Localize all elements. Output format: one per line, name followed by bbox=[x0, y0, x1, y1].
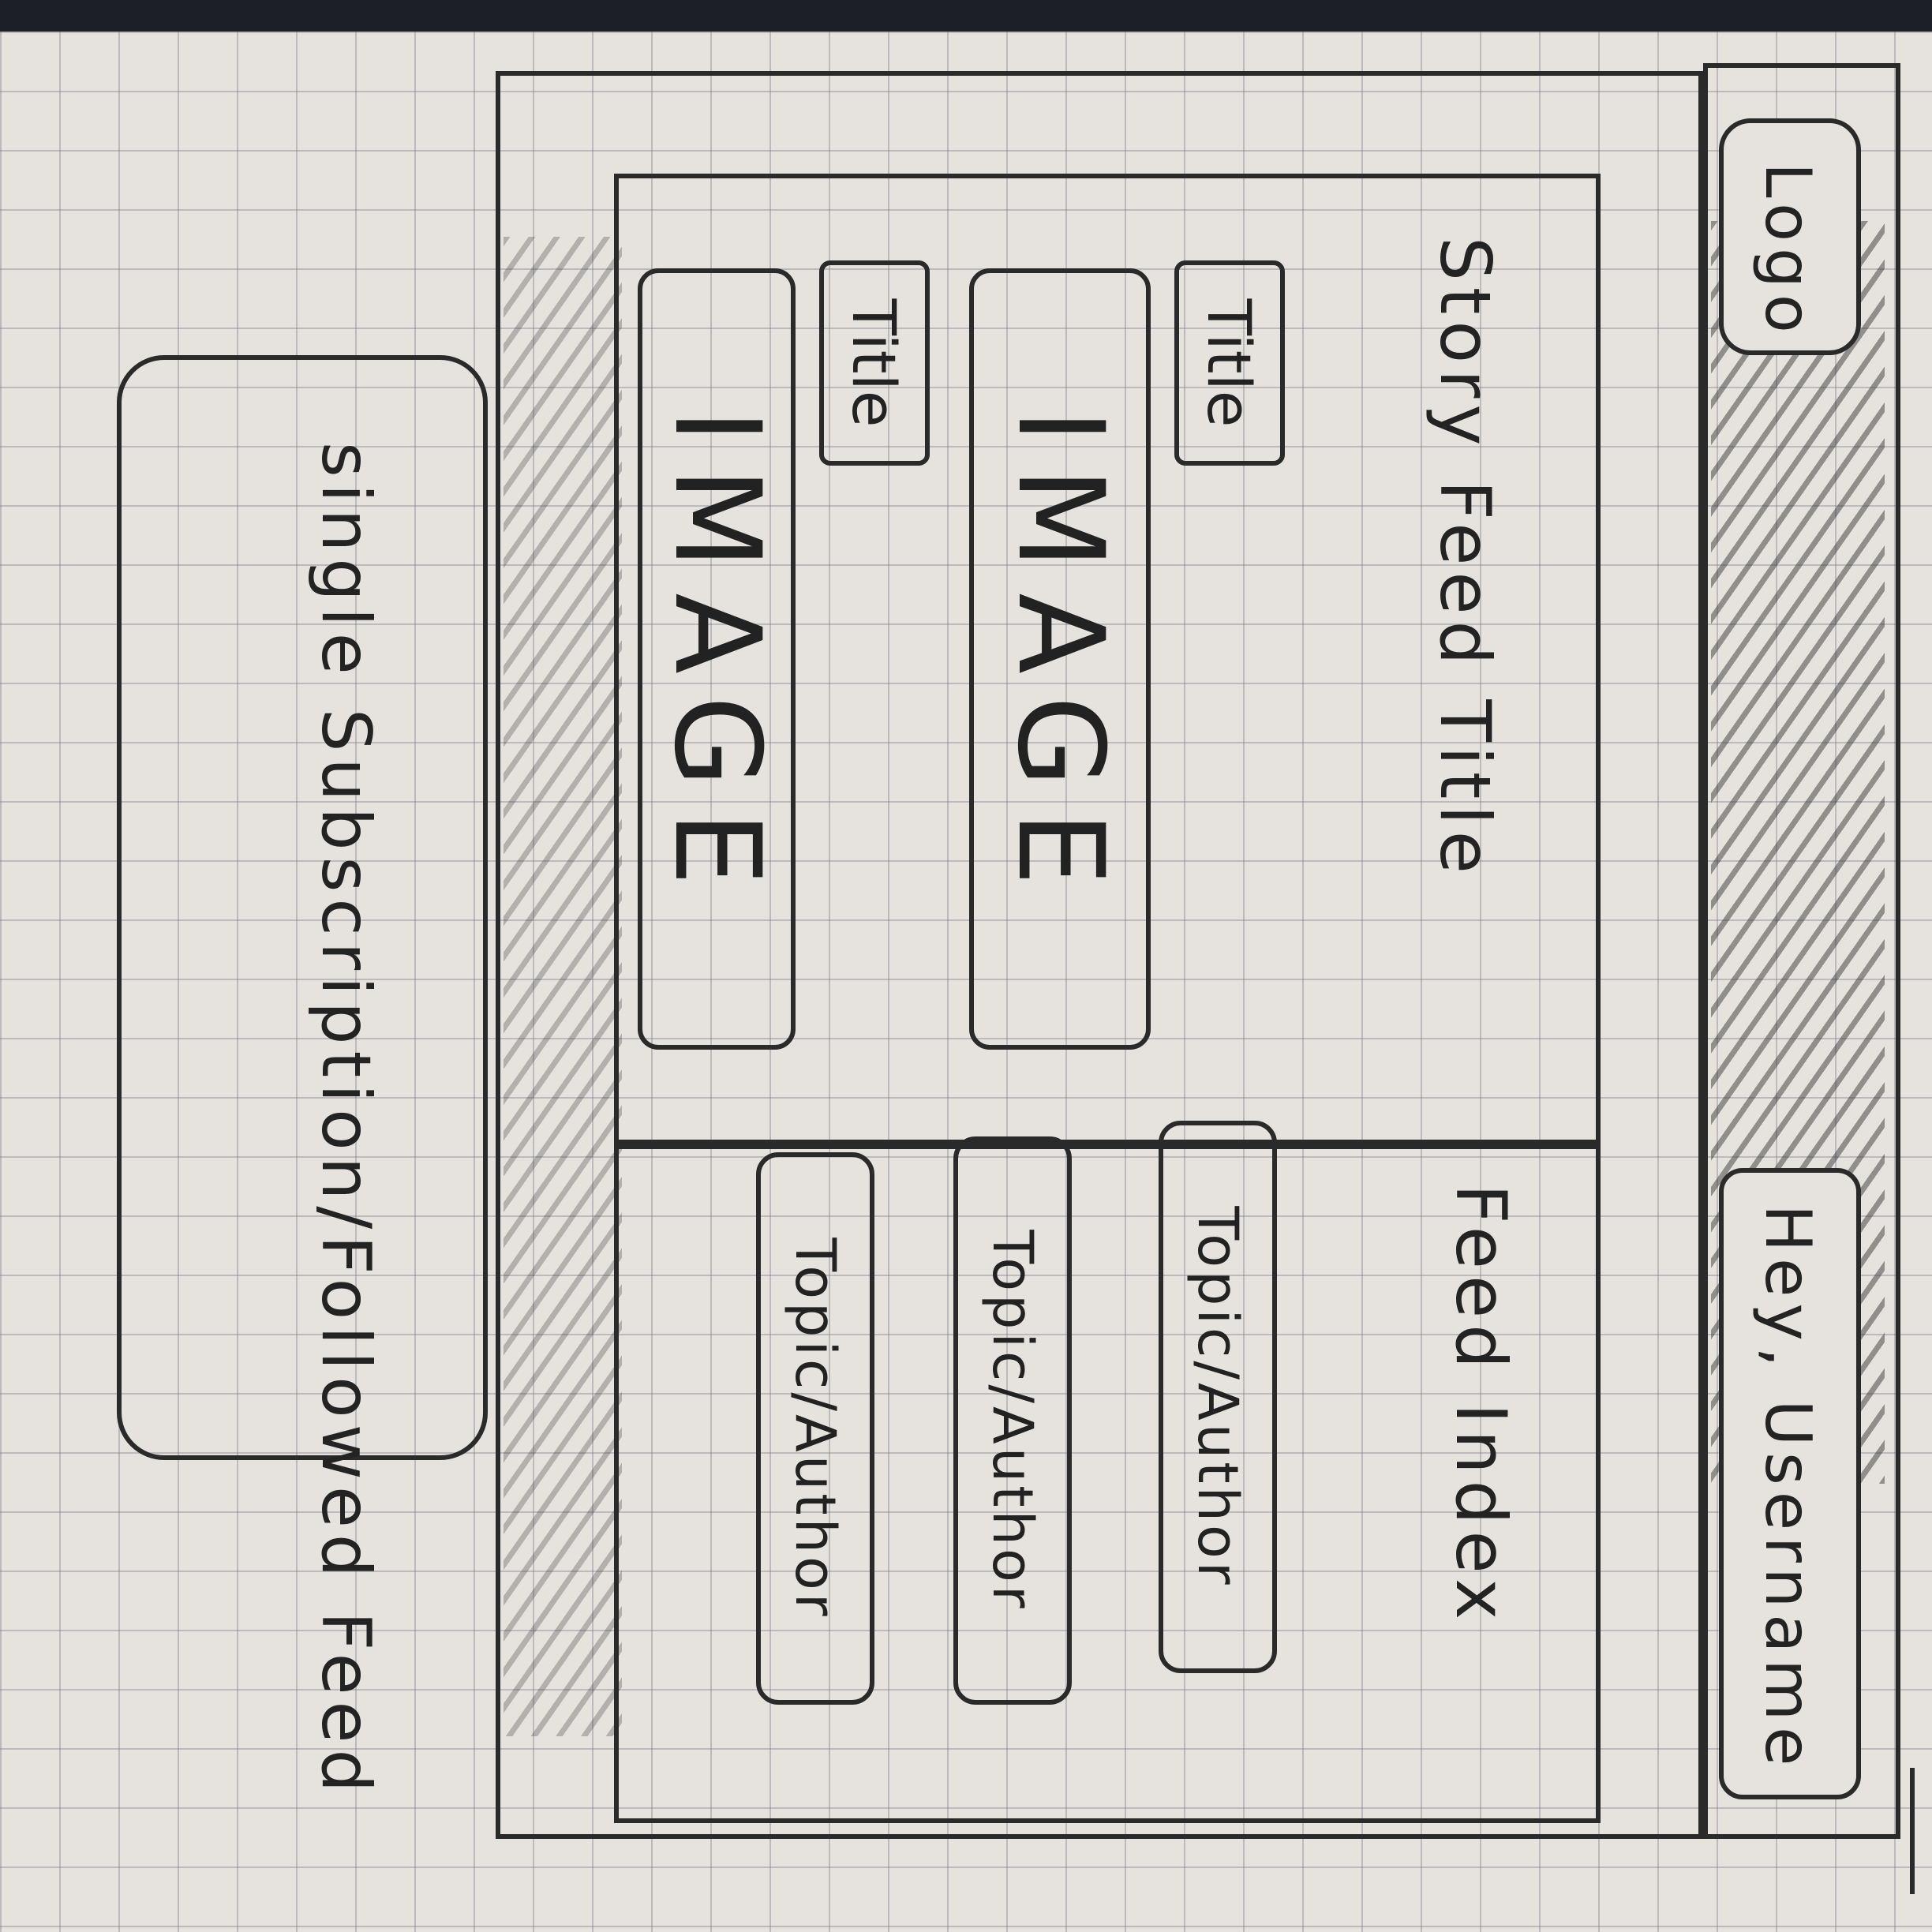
topic-author-item-3[interactable]: Topic/Author bbox=[756, 1152, 874, 1705]
annotation-callout bbox=[117, 355, 488, 1460]
topic-author-item-1-label: Topic/Author bbox=[1185, 1206, 1250, 1588]
story-title-1-text: Title bbox=[1194, 298, 1265, 428]
user-greeting: Hey, Username bbox=[1751, 1204, 1825, 1773]
story-image-1[interactable]: IMAGE bbox=[969, 268, 1151, 1050]
grid-paper-background bbox=[0, 32, 1932, 1932]
topic-author-item-2[interactable]: Topic/Author bbox=[953, 1136, 1072, 1705]
pen-stroke bbox=[1910, 1768, 1915, 1894]
story-title-2-text: Title bbox=[839, 298, 910, 428]
logo-label: Logo bbox=[1751, 163, 1825, 339]
story-image-1-text: IMAGE bbox=[991, 408, 1129, 910]
story-image-2-text: IMAGE bbox=[648, 408, 785, 910]
story-title-1[interactable]: Title bbox=[1174, 260, 1285, 466]
topic-author-item-2-label: Topic/Author bbox=[980, 1230, 1045, 1612]
lower-scribble bbox=[504, 237, 622, 1736]
topic-author-item-3-label: Topic/Author bbox=[783, 1237, 848, 1619]
topic-author-item-1[interactable]: Topic/Author bbox=[1159, 1121, 1277, 1673]
story-feed-title: Story Feed Title bbox=[1425, 237, 1506, 880]
logo-box[interactable]: Logo bbox=[1719, 118, 1861, 355]
annotation-text: single Subscription/Followed Feed bbox=[306, 442, 385, 1799]
user-greeting-box[interactable]: Hey, Username bbox=[1719, 1168, 1861, 1799]
feed-index-title: Feed Index bbox=[1440, 1184, 1522, 1627]
story-image-2[interactable]: IMAGE bbox=[638, 268, 796, 1050]
story-title-2[interactable]: Title bbox=[819, 260, 930, 466]
